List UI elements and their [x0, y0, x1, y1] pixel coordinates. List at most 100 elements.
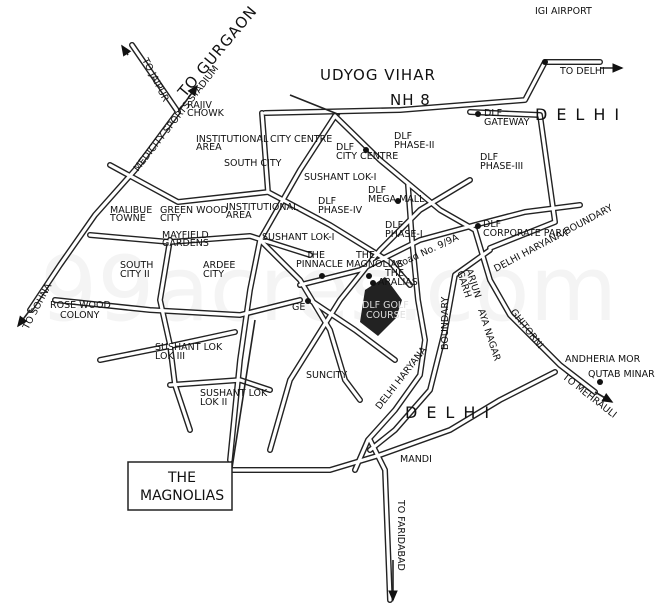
label-to-faridabad: TO FARIDABAD	[395, 499, 406, 571]
label-dlf1b: PHASE-I	[385, 229, 423, 240]
label-gateway2: GATEWAY	[484, 117, 530, 128]
label-corp2: CORPORATE PARK	[483, 228, 569, 239]
road-medicity-inner	[28, 110, 180, 312]
road-sl-vertical-inner	[158, 238, 192, 432]
landmark-dots	[305, 59, 603, 385]
label-pinnacle2: PINNACLE	[296, 259, 343, 270]
label-golf2: COURSE	[366, 310, 406, 321]
road-sushant2-inner	[168, 378, 272, 392]
road-boundary-inner	[368, 248, 492, 452]
label-inst2b: AREA	[226, 210, 252, 221]
road-rosewood-inner	[53, 298, 302, 317]
label-igi: IGI AIRPORT	[535, 6, 592, 17]
label-sushant2b: LOK II	[200, 397, 227, 408]
label-sushant1b: SUSHANT LOK-I	[262, 232, 334, 243]
qutab-dot	[597, 379, 603, 385]
road-sushant3-inner	[98, 330, 237, 362]
road-nh8-inner	[263, 60, 602, 115]
label-suncity: SUNCITY	[306, 370, 347, 381]
label-rajiv: RAJIV	[187, 100, 212, 111]
label-dlf2b: PHASE-II	[394, 140, 434, 151]
label-sushant2: SUSHANT LOK	[200, 388, 268, 399]
callout-line2: MAGNOLIAS	[140, 488, 224, 504]
road-pinnacle-inner	[258, 238, 362, 402]
label-dlf-cc2: CITY CENTRE	[336, 151, 398, 162]
label-boundary-mid: BOUNDARY	[440, 296, 451, 350]
road-network	[17, 42, 624, 603]
label-to-delhi: TO DELHI	[559, 66, 605, 77]
label-dlf2: DLF	[394, 131, 412, 142]
golf-course	[360, 277, 402, 336]
label-ardee2: CITY	[203, 269, 224, 280]
label-mayfield: MAYFIELD	[162, 230, 209, 241]
road-diagonal-west-inner	[228, 114, 337, 462]
label-magnolias2: MAGNOLIAS	[346, 259, 403, 270]
label-south-city: SOUTH CITY	[224, 158, 282, 169]
label-andheria: ANDHERIA MOR	[565, 354, 641, 365]
label-dlf4b: PHASE-IV	[318, 205, 363, 216]
road-mayfield-inner	[88, 233, 312, 257]
label-udyog-vihar: UDYOG VIHAR	[320, 66, 436, 84]
label-aralias2: ARALIAS	[378, 277, 418, 288]
corporate-park-dot	[475, 223, 481, 229]
road-faridabad-inner	[368, 438, 392, 602]
label-mega2: MEGA MALL	[368, 194, 425, 205]
igi-dot	[542, 59, 548, 65]
mega-mall-dot	[395, 198, 401, 204]
label-south2: SOUTH	[120, 260, 153, 271]
road-south-city-inner	[260, 111, 270, 194]
aralias-dot	[370, 280, 376, 286]
road-no-9-inner	[298, 203, 582, 287]
label-south2b: CITY II	[120, 269, 150, 280]
dlf-city-centre-dot	[363, 147, 369, 153]
label-dlf3: DLF	[480, 152, 498, 163]
label-rosewood: ROSE WOOD	[50, 300, 111, 311]
label-mayfield2: GARDENS	[162, 238, 209, 249]
label-rosewood2: COLONY	[60, 310, 100, 321]
label-inst2: INSTITUTIONAL	[226, 202, 299, 213]
label-dlf3b: PHASE-III	[480, 161, 523, 172]
road-golf-inner	[308, 298, 397, 362]
magnolias-callout: THE MAGNOLIAS	[127, 319, 256, 511]
label-aralias: THE	[384, 268, 404, 279]
label-sushant1a: SUSHANT LOK-I	[304, 172, 376, 183]
label-greenwood2: CITY	[160, 213, 181, 224]
label-golf: DLF GOLF	[362, 300, 409, 311]
label-dlf1: DLF	[385, 220, 403, 231]
label-greenwood: GREEN WOOD	[160, 205, 228, 216]
road-jaipur-inner	[130, 43, 180, 114]
label-mandi: MANDI	[400, 454, 432, 465]
label-nh8: NH 8	[390, 91, 431, 109]
label-corp: DLF	[483, 219, 501, 230]
label-city-centre: CITY CENTRE	[270, 134, 332, 145]
road-mandi-inner	[198, 370, 557, 472]
label-sushant3b: LOK III	[155, 351, 185, 362]
magnolias-dot	[366, 273, 372, 279]
road-dlf3-box-inner	[468, 110, 557, 250]
label-mega: DLF	[368, 185, 386, 196]
road-mega-mall-inner	[268, 178, 472, 452]
label-sushant3: SUSHANT LOK	[155, 342, 223, 353]
dlf-gateway-dot	[475, 111, 481, 117]
label-qutab: QUTAB MINAR	[588, 369, 655, 380]
label-malibu2: TOWNE	[109, 213, 146, 224]
road-dlf-east-inner	[333, 114, 597, 394]
road-sushant-upper-inner	[108, 163, 412, 287]
callout-line1: THE	[167, 470, 196, 486]
label-chowk: CHOWK	[187, 108, 225, 119]
pinnacle-dot	[319, 273, 325, 279]
label-ardee: ARDEE	[203, 260, 235, 271]
label-inst1b: AREA	[196, 142, 222, 153]
label-pinnacle: THE	[305, 250, 325, 261]
label-magnolias: THE	[355, 250, 375, 261]
ge-dot	[305, 298, 311, 304]
road-vertical-inner	[353, 183, 427, 472]
label-dlf4: DLF	[318, 196, 336, 207]
label-delhi-s: DELHI	[405, 403, 498, 422]
label-delhi-ne: DELHI	[535, 105, 628, 124]
label-ge: GE	[292, 302, 305, 313]
label-inst1: INSTITUTIONAL	[196, 134, 269, 145]
label-dlf-cc: DLF	[336, 142, 354, 153]
label-gateway: DLF	[484, 108, 502, 119]
